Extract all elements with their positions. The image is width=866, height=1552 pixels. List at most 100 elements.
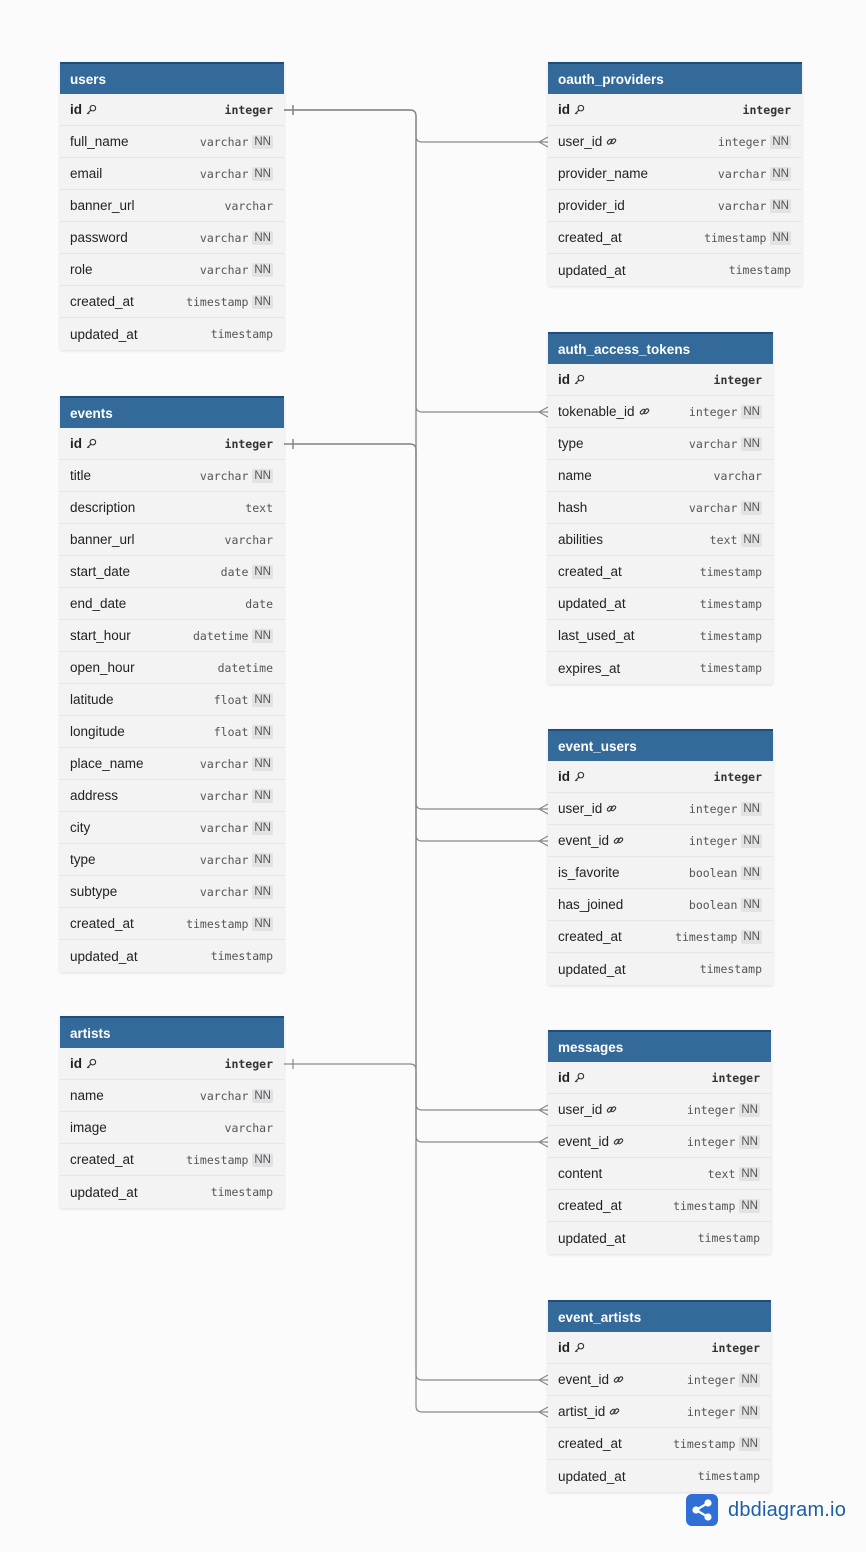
table-header[interactable]: event_users	[548, 729, 773, 761]
table-header[interactable]: auth_access_tokens	[548, 332, 773, 364]
table-header[interactable]: users	[60, 62, 284, 94]
field-name-text: created_at	[558, 1198, 622, 1213]
field-name-text: last_used_at	[558, 628, 635, 643]
not-null-badge: NN	[770, 198, 791, 213]
table-header[interactable]: event_artists	[548, 1300, 771, 1332]
field-name: updated_at	[558, 1469, 626, 1484]
not-null-badge: NN	[252, 628, 273, 643]
link-icon	[613, 1138, 624, 1145]
brand-logo[interactable]: dbdiagram.io	[686, 1494, 846, 1526]
field-name-text: updated_at	[70, 326, 138, 342]
field-row[interactable]: last_used_at timestamp	[548, 620, 773, 652]
field-type: timestamp	[699, 628, 762, 643]
field-name: type	[558, 436, 584, 451]
field-name-text: is_favorite	[558, 865, 620, 880]
field-name: id	[558, 769, 585, 784]
table-header[interactable]: events	[60, 396, 284, 428]
field-type: timestamp	[210, 1185, 273, 1199]
field-name: created_at	[558, 1436, 622, 1451]
not-null-badge: NN	[252, 916, 273, 931]
field-type: date	[220, 564, 249, 579]
field-name: name	[558, 468, 592, 483]
table-header[interactable]: artists	[60, 1016, 284, 1048]
table-header[interactable]: oauth_providers	[548, 62, 802, 94]
table-header[interactable]: messages	[548, 1030, 771, 1062]
field-type: varchar	[199, 756, 249, 771]
field-name-text: place_name	[70, 756, 144, 771]
not-null-badge: NN	[252, 692, 273, 707]
